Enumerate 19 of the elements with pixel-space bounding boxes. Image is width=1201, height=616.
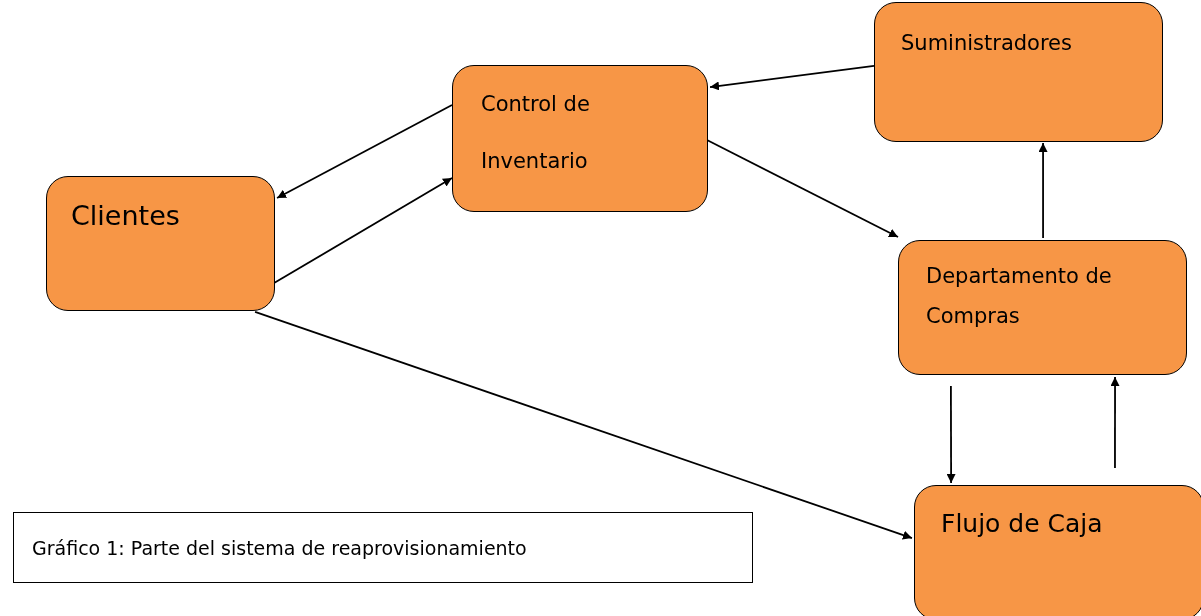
node-label: Clientes: [71, 199, 180, 233]
node-label: Suministradores: [901, 30, 1072, 57]
arrow: [946, 385, 956, 484]
arrow: [1038, 142, 1048, 239]
node-label: Flujo de Caja: [941, 508, 1103, 540]
arrow: [276, 104, 453, 199]
node-label: Departamento de Compras: [926, 263, 1113, 330]
arrow: [709, 65, 875, 91]
arrow: [273, 177, 453, 284]
process-box: [874, 2, 1163, 142]
caption: Gráfico 1: Parte del sistema de reaprovisionamiento: [32, 536, 527, 559]
arrow: [254, 311, 913, 540]
process-box: [46, 176, 275, 311]
node-label: Control de Inventario: [481, 91, 591, 175]
arrow: [1110, 376, 1120, 469]
process-box: [914, 485, 1201, 616]
arrow: [706, 139, 899, 238]
process-box: [898, 240, 1187, 375]
process-box: [452, 65, 708, 212]
